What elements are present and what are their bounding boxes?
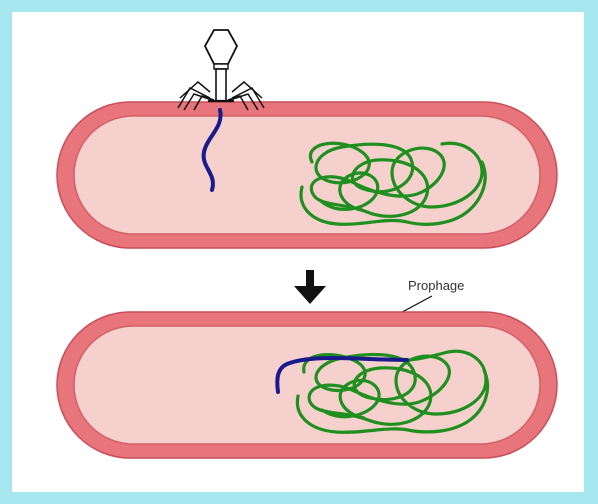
phage-head (205, 30, 237, 64)
phage-tail (216, 69, 226, 101)
diagram-canvas: Prophage (12, 12, 584, 492)
prophage-label: Prophage (408, 278, 464, 293)
lysogeny-diagram: Prophage (12, 12, 584, 492)
infected-bacterium (57, 30, 557, 248)
bacteriophage (178, 30, 264, 110)
lysogenic-bacterium (57, 312, 557, 458)
cytoplasm (74, 116, 540, 234)
down-arrow-icon (294, 270, 326, 304)
cytoplasm (74, 326, 540, 444)
